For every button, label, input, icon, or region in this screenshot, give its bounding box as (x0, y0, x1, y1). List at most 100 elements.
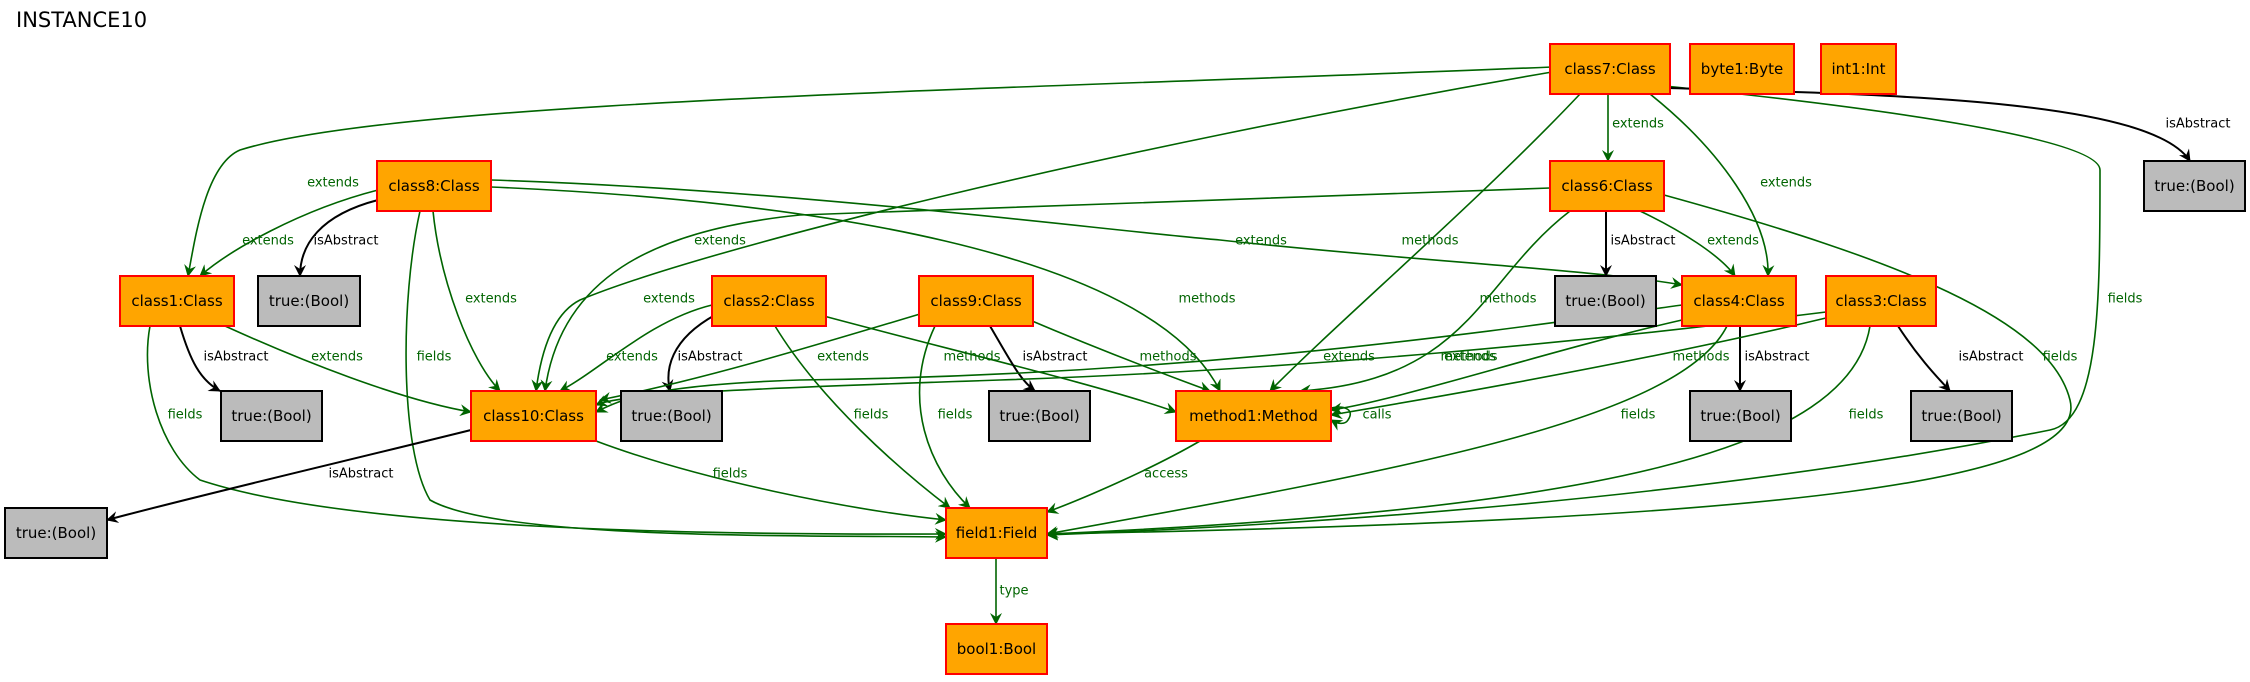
node-byte1: byte1:Byte (1689, 43, 1795, 95)
node-label: true:(Bool) (1700, 407, 1780, 425)
edge-label-fields: fields (1621, 408, 1656, 423)
node-true_c4: true:(Bool) (1689, 390, 1792, 442)
edge-label-isAbstract: isAbstract (329, 467, 394, 482)
edge-class3-fields-field1 (1046, 325, 1871, 540)
edge-class9-methods-method1 (1024, 317, 1211, 393)
edge-class6-fields-field1 (1046, 194, 2072, 540)
edge-label-extends: extends (606, 350, 658, 365)
node-box (988, 390, 1091, 442)
node-box (918, 275, 1034, 327)
edge-label-extends: extends (1707, 234, 1759, 249)
edge-label-isAbstract: isAbstract (1959, 350, 2024, 365)
nodes-layer: class7:Class byte1:Byte int1:Int true:(Bool… (4, 43, 2246, 675)
edge-class1-fields-field1 (146, 325, 947, 541)
edge-label-calls: calls (1362, 408, 1391, 423)
edge-method1-access-field1 (1046, 440, 1201, 514)
edge-class10-isAbstract-true_c10 (106, 429, 472, 523)
node-label: true:(Bool) (631, 407, 711, 425)
edge-label-fields: fields (417, 350, 452, 365)
edge-class7-methods-method1 (1269, 93, 1581, 392)
node-class1: class1:Class (119, 275, 235, 327)
edge-class8-extends-class10 (432, 210, 501, 392)
edge-class1-isAbstract-true_c1 (179, 325, 221, 392)
node-true_c1: true:(Bool) (220, 390, 323, 442)
node-label: class7:Class (1564, 60, 1655, 78)
edge-label-extends: extends (242, 234, 294, 249)
node-true_c8: true:(Bool) (257, 275, 361, 327)
edge-class2-methods-method1 (819, 314, 1177, 414)
node-box (4, 507, 108, 559)
edge-label-isAbstract: isAbstract (314, 234, 379, 249)
edge-label-isAbstract: isAbstract (1611, 234, 1676, 249)
node-method1: method1:Method (1175, 390, 1332, 442)
edge-label-fields: fields (2108, 292, 2143, 307)
edge-class7-extends-class4 (1649, 93, 1775, 277)
edge-class2-extends-class10 (559, 304, 713, 392)
node-true_c3: true:(Bool) (1910, 390, 2013, 442)
node-box (1820, 43, 1897, 95)
edge-label-isAbstract: isAbstract (204, 350, 269, 365)
node-int1: int1:Int (1820, 43, 1897, 95)
edge-label-fields: fields (713, 467, 748, 482)
node-label: class1:Class (131, 292, 222, 310)
node-box (376, 160, 492, 212)
edge-label-fields: fields (854, 408, 889, 423)
node-true_c6: true:(Bool) (1554, 275, 1657, 327)
edge-class3-methods-method1 (1330, 317, 1827, 420)
node-box (1549, 43, 1671, 95)
edge-class4-fields-field1 (1046, 325, 1728, 538)
node-box (711, 275, 827, 327)
edge-class7-extends-class1 (184, 66, 1553, 277)
node-box (1689, 390, 1792, 442)
node-box (1681, 275, 1797, 327)
node-class3: class3:Class (1825, 275, 1937, 327)
edge-label-extends: extends (694, 234, 746, 249)
edge-label-extends: extends (1444, 350, 1496, 365)
edge-method1-calls-method1 (1330, 406, 1352, 431)
node-box (119, 275, 235, 327)
edge-class9-isAbstract-true_c9 (989, 325, 1036, 392)
edge-label-access: access (1144, 467, 1188, 482)
node-label: true:(Bool) (1565, 292, 1645, 310)
edge-label-methods: methods (1402, 234, 1459, 249)
edge-label-methods: methods (1673, 350, 1730, 365)
node-bool1: bool1:Bool (945, 623, 1048, 675)
edge-label-type: type (999, 584, 1028, 599)
node-true_c2: true:(Bool) (620, 390, 723, 442)
node-box (945, 623, 1048, 675)
node-box (620, 390, 723, 442)
node-true_c10: true:(Bool) (4, 507, 108, 559)
edge-class7-extends-class10 (531, 71, 1553, 392)
node-label: true:(Bool) (231, 407, 311, 425)
node-label: true:(Bool) (999, 407, 1079, 425)
node-label: true:(Bool) (269, 292, 349, 310)
node-label: class2:Class (723, 292, 814, 310)
node-class4: class4:Class (1681, 275, 1797, 327)
edge-class9-fields-field1 (918, 325, 971, 509)
node-field1: field1:Field (945, 507, 1048, 559)
node-box (1689, 43, 1795, 95)
edge-label-fields: fields (938, 408, 973, 423)
node-label: field1:Field (956, 524, 1038, 542)
edge-label-methods: methods (1179, 292, 1236, 307)
node-label: true:(Bool) (2154, 177, 2234, 195)
node-label: bool1:Bool (957, 640, 1036, 658)
node-box (470, 390, 597, 442)
edge-label-methods: methods (1441, 350, 1498, 365)
node-label: class10:Class (483, 407, 584, 425)
edge-label-isAbstract: isAbstract (678, 350, 743, 365)
edge-class7-isAbstract-true_c7 (1669, 87, 2191, 162)
node-class9: class9:Class (918, 275, 1034, 327)
edge-class6-extends-class10 (540, 187, 1551, 392)
edge-class3-isAbstract-true_c3 (1897, 325, 1951, 392)
node-box (1554, 275, 1657, 327)
edge-class8-isAbstract-true_c8 (294, 199, 379, 277)
node-label: class6:Class (1561, 177, 1652, 195)
node-box (2143, 160, 2246, 212)
edge-class6-methods-method1 (1299, 210, 1571, 397)
node-class7: class7:Class (1549, 43, 1671, 95)
edge-label-methods: methods (1480, 292, 1537, 307)
node-label: class4:Class (1693, 292, 1784, 310)
edge-class7-fields-field1 (1046, 85, 2101, 541)
